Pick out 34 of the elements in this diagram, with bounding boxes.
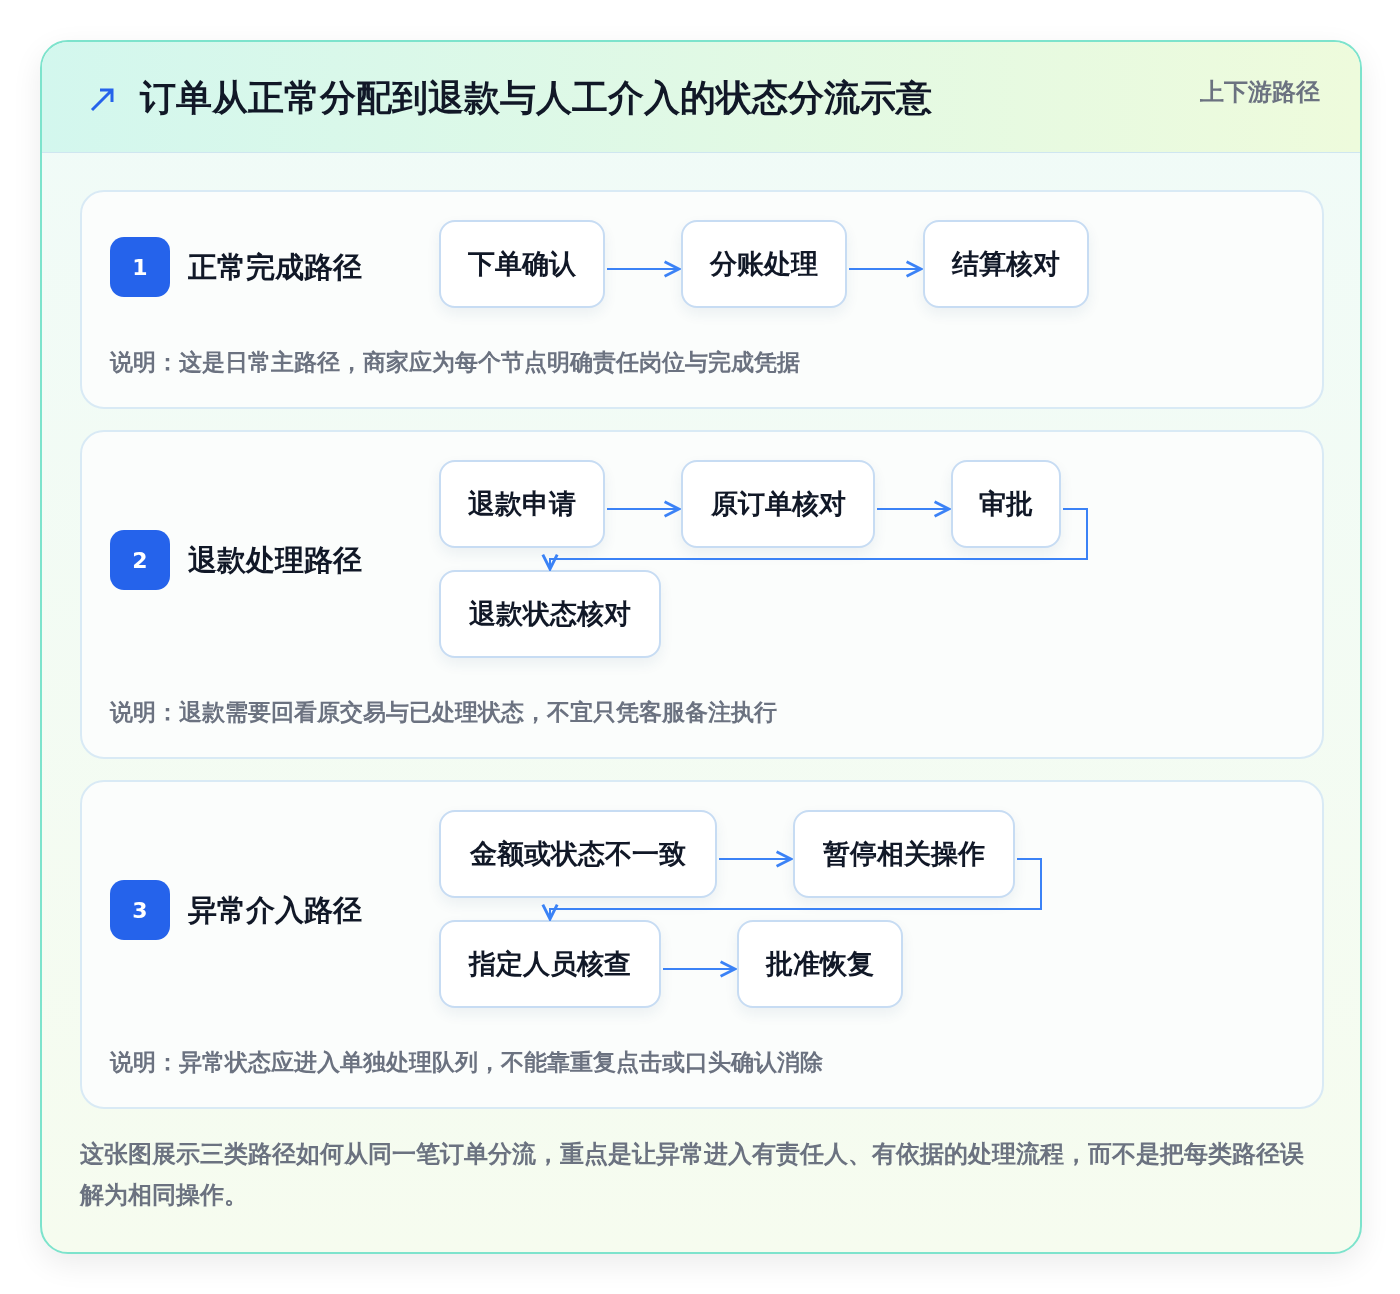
section-panel [80, 430, 1324, 759]
tag-text: 上下游路径 [1200, 77, 1320, 108]
arrow [876, 500, 951, 518]
note-text: 说明：这是日常主路径，商家应为每个节点明确责任岗位与完成凭据 [110, 348, 800, 377]
arrow [662, 960, 737, 978]
section-heading: 退款处理路径 [188, 542, 362, 579]
step-box: 批准恢复 [737, 920, 903, 1008]
step-box: 原订单核对 [681, 460, 875, 548]
step-box: 下单确认 [439, 220, 605, 308]
step-box: 退款申请 [439, 460, 605, 548]
step-box: 结算核对 [923, 220, 1089, 308]
arrow [848, 260, 923, 278]
step-box: 指定人员核查 [439, 920, 661, 1008]
arrow [541, 508, 1088, 571]
step-box: 退款状态核对 [439, 570, 661, 658]
note-text: 说明：异常状态应进入单独处理队列，不能靠重复点击或口头确认消除 [110, 1048, 823, 1077]
section-heading: 正常完成路径 [188, 249, 362, 286]
step-box: 金额或状态不一致 [439, 810, 717, 898]
arrow [606, 260, 681, 278]
diagram-title: 订单从正常分配到退款与人工介入的状态分流示意 [140, 76, 932, 120]
caption-text: 这张图展示三类路径如何从同一笔订单分流，重点是让异常进入有责任人、有依据的处理流程，而不是把每类路径误解为相同操作。 [80, 1139, 1305, 1211]
step-badge: 3 [110, 880, 170, 940]
step-badge: 1 [110, 237, 170, 297]
section-panel [80, 190, 1324, 409]
note-text: 说明：退款需要回看原交易与已处理状态，不宜只凭客服备注执行 [110, 698, 777, 727]
section-panel [80, 780, 1324, 1109]
step-box: 审批 [951, 460, 1061, 548]
section-heading: 异常介入路径 [188, 892, 362, 929]
step-box: 暂停相关操作 [793, 810, 1015, 898]
arrow [541, 858, 1042, 921]
arrow [606, 500, 681, 518]
arrow [718, 850, 793, 868]
step-badge: 2 [110, 530, 170, 590]
step-box: 分账处理 [681, 220, 847, 308]
